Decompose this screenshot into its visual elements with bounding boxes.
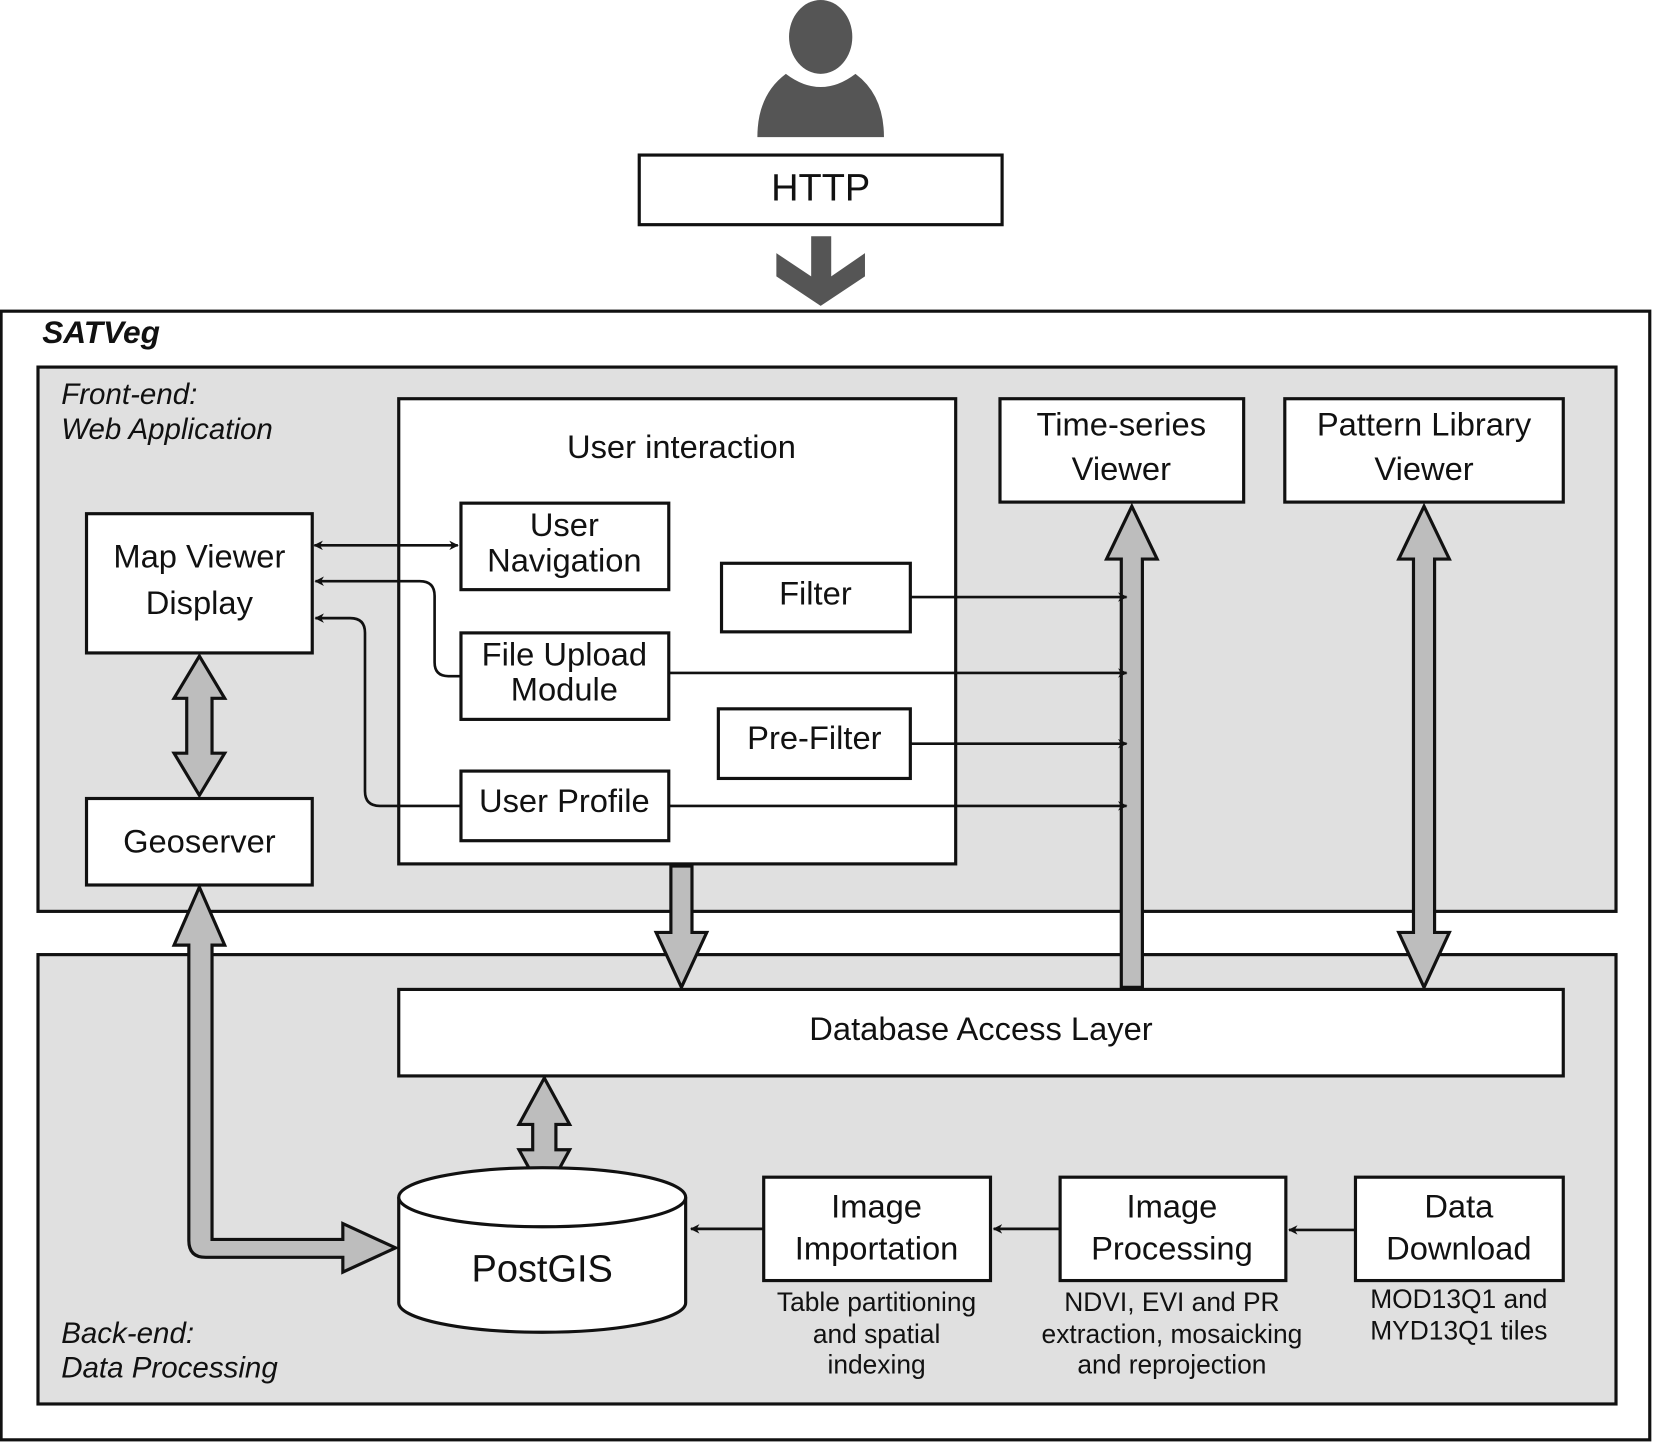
pre-filter-box[interactable]: Pre-Filter (716, 707, 912, 781)
file-upload-module-box[interactable]: File Upload Module (459, 631, 671, 721)
image-processing-note: and reprojection (1077, 1349, 1266, 1379)
frontend-label-2: Web Application (61, 413, 273, 446)
user-navigation-line2: Navigation (487, 542, 641, 579)
user-interaction-down-arrow (653, 864, 710, 992)
map-geoserver-double-arrow (171, 653, 228, 799)
image-processing-line2: Processing (1091, 1229, 1253, 1266)
image-processing-line1: Image (1126, 1187, 1217, 1224)
filter-label: Filter (779, 574, 852, 611)
pattern-line1: Pattern Library (1317, 406, 1532, 443)
timeseries-viewer-box[interactable]: Time-series Viewer (998, 397, 1246, 504)
image-importation-line2: Importation (795, 1229, 959, 1266)
user-profile-box[interactable]: User Profile (459, 769, 671, 843)
frontend-label-1: Front-end: (61, 378, 197, 411)
pre-filter-label: Pre-Filter (747, 719, 882, 756)
image-importation-box[interactable]: Image Importation (762, 1175, 993, 1283)
postgis-label: PostGIS (472, 1249, 613, 1291)
userprofile-map-connector (314, 613, 461, 808)
data-download-note: MOD13Q1 and (1370, 1284, 1547, 1314)
dal-label: Database Access Layer (809, 1010, 1153, 1047)
map-viewer-line1: Map Viewer (113, 537, 285, 574)
fileupload-map-connector (314, 576, 461, 678)
map-viewer-display-box[interactable]: Map Viewer Display (84, 512, 314, 655)
file-upload-line1: File Upload (482, 636, 647, 673)
user-interaction-title: User interaction (567, 428, 796, 465)
data-download-line2: Download (1386, 1229, 1531, 1266)
map-viewer-line2: Display (146, 584, 254, 621)
data-download-note: MYD13Q1 tiles (1370, 1316, 1547, 1346)
satveg-title: SATVeg (42, 314, 160, 350)
pattern-double-arrow (1396, 502, 1452, 992)
backend-label-2: Data Processing (61, 1352, 278, 1385)
user-profile-label: User Profile (479, 782, 650, 819)
data-download-box[interactable]: Data Download (1353, 1175, 1565, 1283)
pattern-library-viewer-box[interactable]: Pattern Library Viewer (1283, 397, 1565, 504)
postgis-database[interactable]: PostGIS (397, 1166, 688, 1334)
timeseries-line1: Time-series (1037, 406, 1207, 443)
filter-box[interactable]: Filter (719, 561, 912, 634)
http-label: HTTP (771, 167, 870, 209)
geoserver-box[interactable]: Geoserver (84, 796, 314, 887)
image-importation-note: indexing (827, 1349, 925, 1379)
down-arrow-icon (776, 236, 865, 306)
image-processing-note: extraction, mosaicking (1042, 1319, 1303, 1349)
image-importation-note: Table partitioning (777, 1287, 976, 1317)
timeseries-line2: Viewer (1072, 450, 1171, 487)
user-icon (757, 0, 884, 138)
data-download-line1: Data (1424, 1187, 1494, 1224)
geoserver-postgis-arrow (171, 883, 400, 1275)
image-importation-note: and spatial (813, 1319, 940, 1349)
image-processing-note: NDVI, EVI and PR (1064, 1287, 1279, 1317)
timeseries-up-arrow (1104, 502, 1160, 989)
http-box: HTTP (637, 153, 1004, 227)
user-navigation-box[interactable]: User Navigation (459, 501, 671, 592)
database-access-layer-box[interactable]: Database Access Layer (397, 987, 1565, 1078)
image-processing-box[interactable]: Image Processing (1058, 1175, 1288, 1283)
image-importation-line1: Image (831, 1187, 922, 1224)
pattern-line2: Viewer (1374, 450, 1473, 487)
backend-label-1: Back-end: (61, 1317, 194, 1350)
user-navigation-line1: User (530, 506, 599, 543)
file-upload-line2: Module (511, 670, 618, 707)
geoserver-label: Geoserver (123, 822, 276, 859)
